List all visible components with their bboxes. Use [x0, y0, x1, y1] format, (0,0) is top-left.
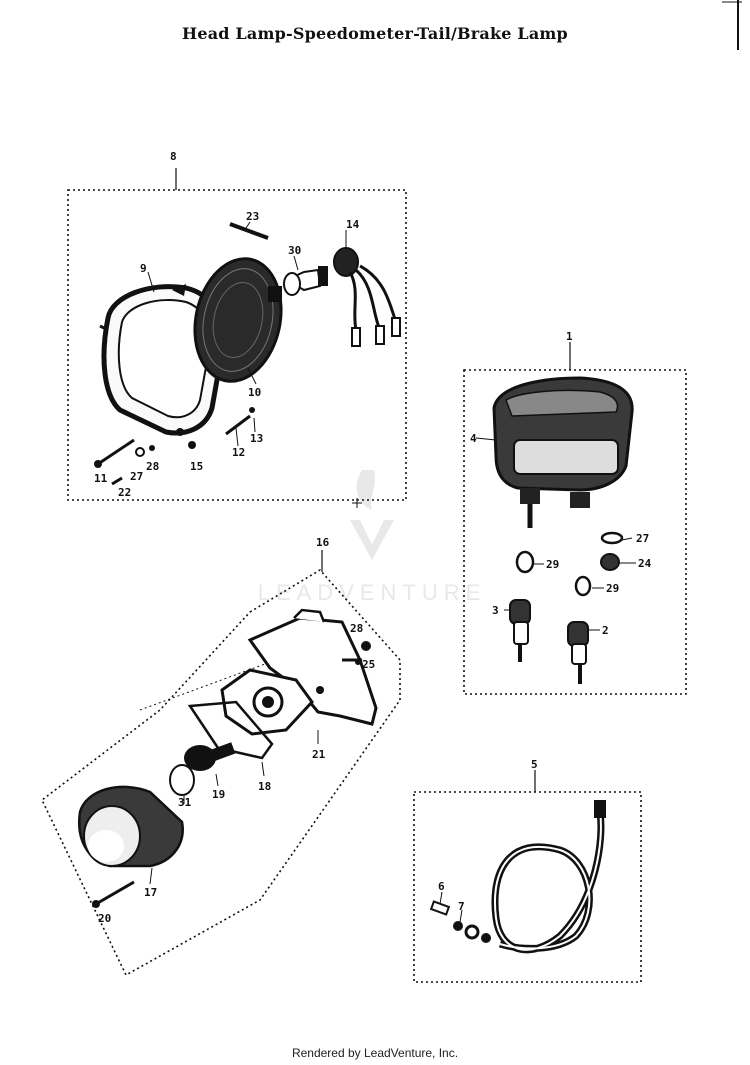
callout-11: 11: [94, 472, 108, 485]
callout-2: 2: [602, 624, 609, 637]
callout-15: 15: [190, 460, 203, 473]
headlamp-socket-wires: [333, 247, 401, 347]
callout-12: 12: [232, 446, 245, 459]
callout-5: 5: [531, 758, 538, 771]
callout-30: 30: [288, 244, 301, 257]
callout-20: 20: [98, 912, 111, 925]
tail-lamp-group: [40, 550, 401, 977]
callout-6: 6: [438, 880, 445, 893]
footer-credit: Rendered by LeadVenture, Inc.: [291, 1046, 459, 1060]
callout-4: 4: [470, 432, 477, 445]
speedometer-group: [463, 342, 687, 695]
headlamp-case: [99, 284, 226, 436]
callout-29b: 29: [606, 582, 619, 595]
callout-21: 21: [312, 748, 326, 761]
headlamp-pin: [229, 222, 269, 240]
callout-18: 18: [258, 780, 271, 793]
callouts: 8 9 23 14 30 10 13 12 15 28 27 11 22 1 4…: [94, 150, 652, 925]
callout-31: 31: [178, 796, 192, 809]
callout-24: 24: [638, 557, 652, 570]
callout-19: 19: [212, 788, 225, 801]
callout-10: 10: [248, 386, 261, 399]
callout-13: 13: [250, 432, 263, 445]
callout-27b: 27: [636, 532, 649, 545]
tail-lamp-hardware: [92, 641, 371, 908]
callout-25: 25: [362, 658, 375, 671]
callout-1: 1: [566, 330, 573, 343]
callout-9: 9: [140, 262, 147, 275]
callout-16: 16: [316, 536, 330, 549]
speedometer-cable-group: [413, 770, 642, 983]
tail-lamp-bulb: [169, 742, 236, 796]
scan-corner-mark: [722, 0, 742, 50]
head-lamp-group: [67, 168, 407, 501]
callout-28a: 28: [146, 460, 159, 473]
callout-29a: 29: [546, 558, 559, 571]
page-title: Head Lamp-Speedometer-Tail/Brake Lamp: [182, 24, 568, 43]
scan-marks: [352, 498, 362, 508]
tail-lamp-lens: [78, 785, 184, 868]
callout-8: 8: [170, 150, 177, 163]
speedometer-hardware: [509, 531, 624, 684]
watermark-text: LEADVENTURE: [258, 580, 487, 605]
callout-23: 23: [246, 210, 259, 223]
speedometer-body: [492, 376, 634, 528]
callout-17: 17: [144, 886, 157, 899]
callout-27a: 27: [130, 470, 143, 483]
speedometer-cable: [429, 800, 606, 954]
headlamp-hardware: [94, 407, 255, 486]
callout-leaders: [147, 221, 636, 923]
callout-28b: 28: [350, 622, 363, 635]
watermark-logo: LEADVENTURE: [258, 470, 487, 605]
tail-lamp-base: [187, 668, 314, 760]
callout-3: 3: [492, 604, 499, 617]
callout-14: 14: [346, 218, 360, 231]
callout-7: 7: [458, 900, 465, 913]
callout-22: 22: [118, 486, 131, 499]
headlamp-bulb: [283, 266, 328, 296]
headlamp-unit: [193, 257, 283, 383]
